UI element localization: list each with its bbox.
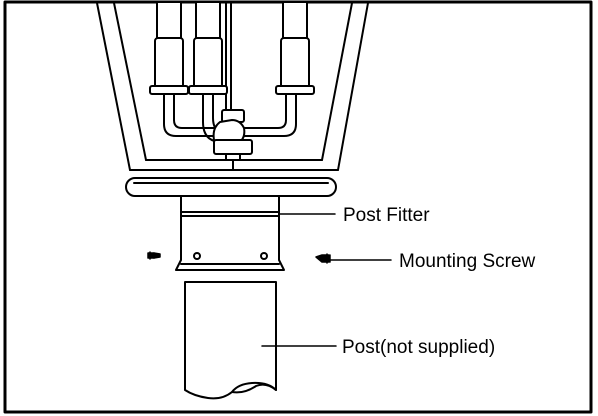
post — [184, 281, 277, 400]
lantern-base — [125, 177, 337, 197]
label-post-fitter: Post Fitter — [343, 205, 430, 226]
lantern-head — [96, 2, 369, 171]
center-hub — [212, 109, 253, 171]
candle-sleeves — [149, 2, 315, 95]
diagram-frame — [3, 0, 593, 414]
screw-icon — [315, 253, 331, 264]
label-mounting-screw: Mounting Screw — [399, 251, 536, 272]
label-post: Post(not supplied) — [342, 337, 495, 358]
post-fitter — [175, 195, 285, 271]
screw-icon — [147, 251, 161, 260]
